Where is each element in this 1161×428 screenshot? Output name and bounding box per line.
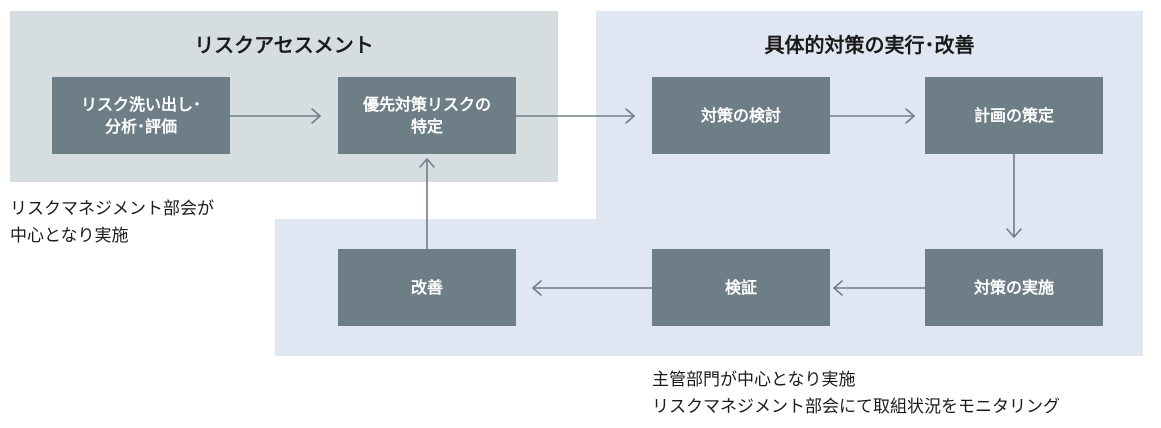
- assessment-note-line1: リスクマネジメント部会が: [10, 199, 214, 219]
- priority-risk-identification-label-line1: 優先対策リスクの: [362, 94, 491, 114]
- verification-box: 検証: [652, 249, 830, 326]
- countermeasure-review-label: 対策の検討: [700, 105, 781, 125]
- countermeasure-implementation-label: 対策の実施: [973, 277, 1054, 297]
- plan-formulation-box: 計画の策定: [925, 77, 1103, 154]
- execution-responsibility-note: 主管部門が中心となり実施 リスクマネジメント部会にて取組状況をモニタリング: [652, 367, 1060, 421]
- priority-risk-identification-label-line2: 特定: [410, 116, 443, 136]
- identify-analyze-evaluate-box: リスク洗い出し･ 分析･評価: [52, 77, 230, 154]
- identify-analyze-evaluate-label-line1: リスク洗い出し･: [80, 94, 201, 114]
- assessment-responsibility-note: リスクマネジメント部会が 中心となり実施: [10, 196, 214, 250]
- improvement-label: 改善: [410, 277, 443, 297]
- plan-formulation-label: 計画の策定: [973, 105, 1054, 125]
- identify-analyze-evaluate-label-line2: 分析･評価: [104, 116, 177, 136]
- execution-note-line1: 主管部門が中心となり実施: [652, 370, 856, 390]
- countermeasure-review-box: 対策の検討: [652, 77, 830, 154]
- countermeasure-implementation-box: 対策の実施: [925, 249, 1103, 326]
- priority-risk-identification-box: 優先対策リスクの 特定: [338, 77, 516, 154]
- improvement-box: 改善: [338, 249, 516, 326]
- verification-label: 検証: [724, 277, 757, 297]
- assessment-note-line2: 中心となり実施: [10, 226, 129, 247]
- execution-note-line2: リスクマネジメント部会にて取組状況をモニタリング: [652, 397, 1060, 418]
- execution-improvement-title: 具体的対策の実行･改善: [764, 33, 975, 57]
- risk-assessment-title: リスクアセスメント: [194, 33, 374, 57]
